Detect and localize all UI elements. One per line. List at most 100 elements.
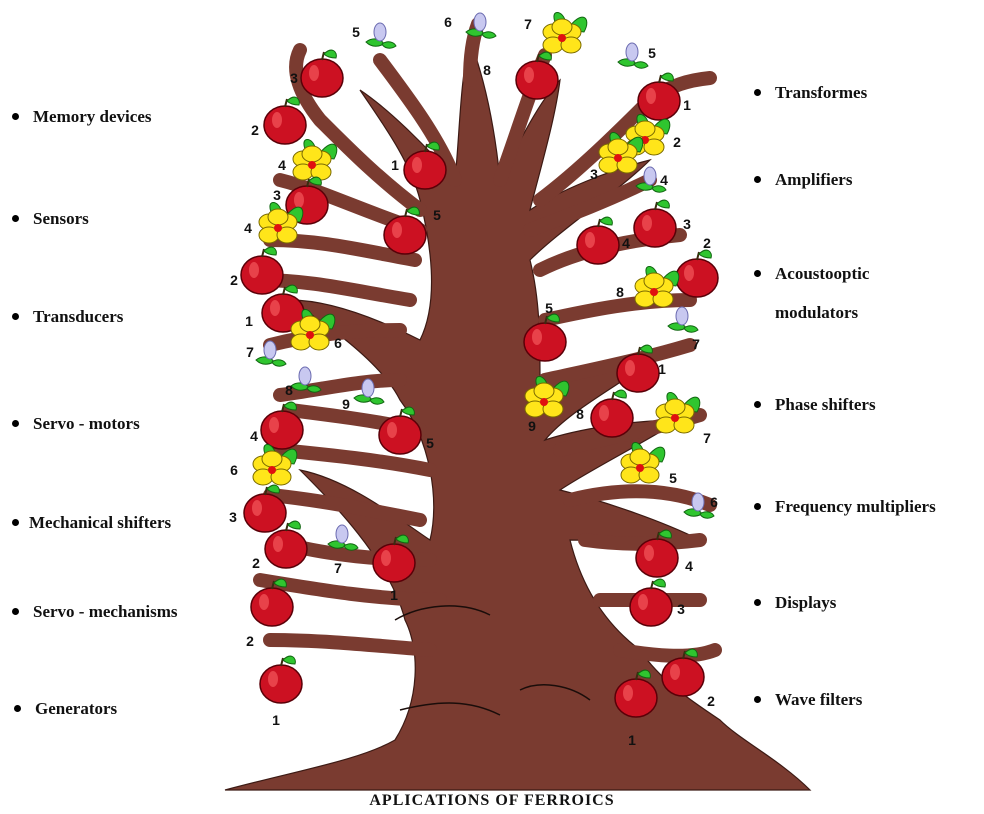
bullet-icon	[754, 401, 761, 408]
flower-center	[614, 154, 622, 162]
apple-highlight	[273, 536, 283, 552]
apple-number-label: 8	[576, 406, 584, 422]
apple-highlight	[644, 545, 654, 561]
flower-petal	[630, 449, 650, 465]
apple-body	[516, 61, 558, 99]
apple-highlight	[252, 500, 262, 516]
app-right-acoustooptic-modulators: Acoustooptic modulators	[754, 265, 869, 321]
bullet-icon	[754, 503, 761, 510]
apple-body	[615, 679, 657, 717]
apple-body	[676, 259, 718, 297]
apple-highlight	[599, 405, 609, 421]
flower-petal	[608, 139, 628, 155]
apple-leaf	[653, 579, 665, 587]
bullet-icon	[754, 270, 761, 277]
apple-item: 3	[229, 485, 286, 532]
apple-body	[636, 539, 678, 577]
diagram-caption: APLICATIONS OF FERROICS	[0, 792, 984, 810]
apple-number-label: 4	[622, 235, 630, 251]
apple-highlight	[412, 157, 422, 173]
bud-blossom	[362, 379, 374, 397]
bud-number-label: 6	[710, 494, 718, 510]
apple-number-label: 1	[658, 361, 666, 377]
bud-blossom	[676, 307, 688, 325]
bullet-icon	[754, 176, 761, 183]
flower-petal	[644, 273, 664, 289]
flower-petal	[635, 121, 655, 137]
bud-item: 5	[352, 23, 396, 48]
apple-body	[264, 106, 306, 144]
apple-highlight	[381, 550, 391, 566]
app-label: Phase shifters	[775, 396, 876, 413]
apple-highlight	[642, 215, 652, 231]
apple-leaf	[600, 217, 612, 225]
app-right-wave-filters: Wave filters	[754, 691, 862, 708]
apple-highlight	[270, 300, 280, 316]
app-label: Generators	[35, 700, 117, 717]
app-left-transducers: Transducers	[12, 308, 123, 325]
app-right-frequency-multipliers: Frequency multipliers	[754, 498, 936, 515]
flower-center	[308, 161, 316, 169]
flower-center	[540, 398, 548, 406]
apple-highlight	[638, 594, 648, 610]
bud-leaf	[684, 326, 698, 332]
flower-number-label: 4	[244, 220, 252, 236]
app-left-servo-mechanisms: Servo - mechanisms	[12, 603, 177, 620]
flower-item: 4	[278, 139, 337, 180]
apple-leaf	[402, 407, 414, 415]
apple-highlight	[269, 417, 279, 433]
apple-number-label: 1	[628, 732, 636, 748]
apple-item: 2	[230, 247, 283, 294]
apple-item: 3	[630, 579, 685, 626]
flower-center	[306, 331, 314, 339]
app-left-mechanical-shifters: Mechanical shifters	[12, 514, 171, 531]
flower-center	[650, 288, 658, 296]
flower-center	[636, 464, 644, 472]
flower-number-label: 9	[528, 418, 536, 434]
apple-number-label: 1	[245, 313, 253, 329]
flower-number-label: 7	[703, 430, 711, 446]
apple-highlight	[294, 192, 304, 208]
apple-leaf	[324, 50, 336, 58]
bud-number-label: 6	[444, 14, 452, 30]
bullet-icon	[12, 215, 19, 222]
apple-highlight	[268, 671, 278, 687]
apple-number-label: 1	[272, 712, 280, 728]
app-left-sensors: Sensors	[12, 210, 89, 227]
bud-number-label: 9	[342, 396, 350, 412]
bud-blossom	[644, 167, 656, 185]
flower-center	[558, 34, 566, 42]
apple-item: 4	[577, 217, 630, 264]
apple-item: 2	[251, 97, 306, 144]
apple-highlight	[387, 422, 397, 438]
apple-body	[244, 494, 286, 532]
apple-leaf	[657, 200, 669, 208]
app-label: Acoustooptic	[775, 265, 869, 282]
apple-body	[379, 416, 421, 454]
apple-highlight	[585, 232, 595, 248]
apple-body	[251, 588, 293, 626]
app-left-servo-motors: Servo - motors	[12, 415, 140, 432]
app-right-displays: Displays	[754, 594, 836, 611]
bud-number-label: 5	[352, 24, 360, 40]
apple-body	[524, 323, 566, 361]
apple-body	[662, 658, 704, 696]
apple-item: 2	[676, 235, 718, 297]
app-label: Servo - mechanisms	[33, 603, 177, 620]
app-label-line2: modulators	[775, 304, 869, 321]
flower-petal	[534, 383, 554, 399]
tree-branch	[270, 640, 430, 650]
apple-number-label: 2	[246, 633, 254, 649]
apple-number-label: 4	[685, 558, 693, 574]
bullet-icon	[12, 608, 19, 615]
apple-number-label: 3	[290, 70, 298, 86]
flower-number-label: 7	[524, 16, 532, 32]
apple-body	[591, 399, 633, 437]
apple-body	[265, 530, 307, 568]
bullet-icon	[12, 113, 19, 120]
bud-leaf	[272, 360, 286, 366]
apple-highlight	[259, 594, 269, 610]
flower-item: 4	[244, 202, 303, 243]
apple-number-label: 3	[229, 509, 237, 525]
flower-petal	[268, 209, 288, 225]
